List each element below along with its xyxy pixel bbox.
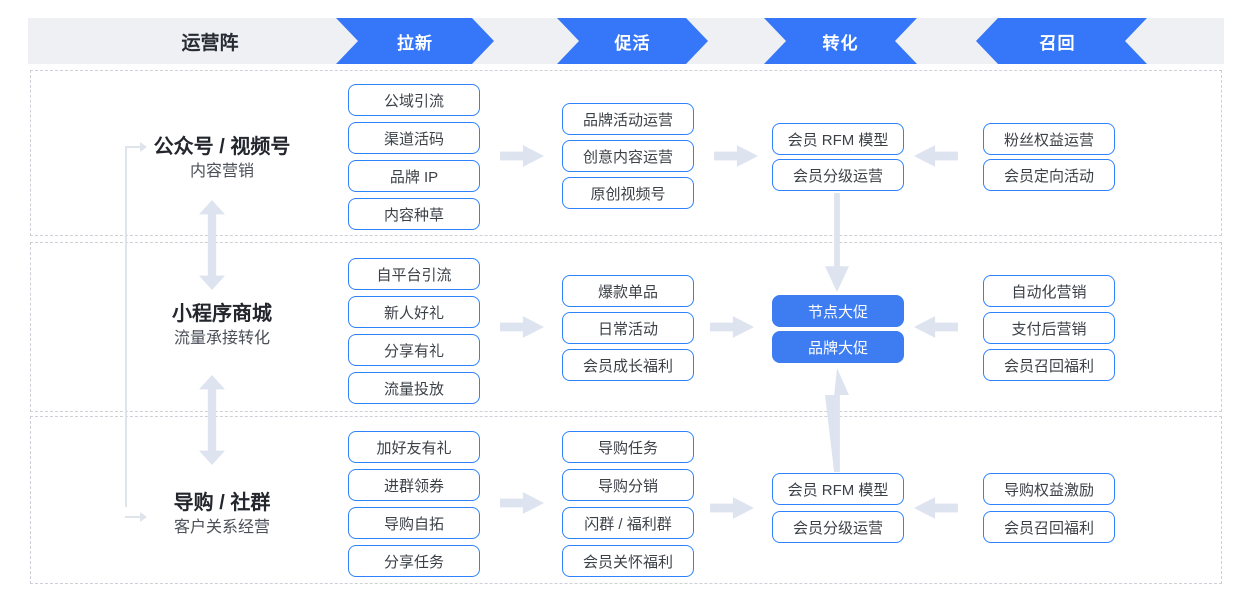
row1-label: 公众号 / 视频号 内容营销 (112, 136, 332, 181)
node-box: 会员关怀福利 (562, 545, 694, 577)
row2-label: 小程序商城 流量承接转化 (112, 303, 332, 348)
node-box: 爆款单品 (562, 275, 694, 307)
node-box: 导购权益激励 (983, 473, 1115, 505)
node-box: 粉丝权益运营 (983, 123, 1115, 155)
node-box: 会员分级运营 (772, 159, 904, 191)
matrix-label: 运营阵 (181, 32, 239, 54)
node-box: 原创视频号 (562, 177, 694, 209)
node-box: 会员分级运营 (772, 511, 904, 543)
row1-title: 公众号 / 视频号 (153, 136, 291, 158)
node-box: 自平台引流 (348, 258, 480, 290)
node-box: 导购自拓 (348, 507, 480, 539)
row3-label: 导购 / 社群 客户关系经营 (112, 492, 332, 537)
node-box: 支付后营销 (983, 312, 1115, 344)
stage-banner-recall: 召回 (976, 18, 1147, 64)
node-box-highlight: 品牌大促 (772, 331, 904, 363)
bracket-bottom-segment (125, 516, 141, 518)
node-box-highlight: 节点大促 (772, 295, 904, 327)
node-box: 会员召回福利 (983, 511, 1115, 543)
stage-banner-activate: 促活 (557, 18, 708, 64)
node-box: 品牌 IP (348, 160, 480, 192)
node-box: 导购任务 (562, 431, 694, 463)
node-box: 会员成长福利 (562, 349, 694, 381)
node-box: 日常活动 (562, 312, 694, 344)
bracket-connector-line (125, 147, 127, 507)
node-box: 渠道活码 (348, 122, 480, 154)
row2-title: 小程序商城 (172, 303, 272, 325)
node-box: 品牌活动运营 (562, 103, 694, 135)
row1-subtitle: 内容营销 (189, 163, 254, 180)
node-box: 自动化营销 (983, 275, 1115, 307)
node-box: 分享任务 (348, 545, 480, 577)
node-box: 分享有礼 (348, 334, 480, 366)
node-box: 导购分销 (562, 469, 694, 501)
node-box: 会员召回福利 (983, 349, 1115, 381)
stage-banner-convert: 转化 (764, 18, 917, 64)
bracket-top-segment (125, 146, 141, 148)
bracket-bottom-arrow-icon (140, 512, 147, 522)
row3-title: 导购 / 社群 (173, 492, 271, 514)
node-box: 会员 RFM 模型 (772, 123, 904, 155)
row3-subtitle: 客户关系经营 (173, 519, 270, 536)
bracket-top-arrow-icon (140, 142, 147, 152)
node-box: 会员 RFM 模型 (772, 473, 904, 505)
node-box: 闪群 / 福利群 (562, 507, 694, 539)
node-box: 加好友有礼 (348, 431, 480, 463)
node-box: 流量投放 (348, 372, 480, 404)
node-box: 内容种草 (348, 198, 480, 230)
stage-banner-acquire: 拉新 (336, 18, 494, 64)
node-box: 会员定向活动 (983, 159, 1115, 191)
node-box: 公域引流 (348, 84, 480, 116)
node-box: 进群领券 (348, 469, 480, 501)
node-box: 新人好礼 (348, 296, 480, 328)
row2-subtitle: 流量承接转化 (173, 330, 270, 347)
node-box: 创意内容运营 (562, 140, 694, 172)
